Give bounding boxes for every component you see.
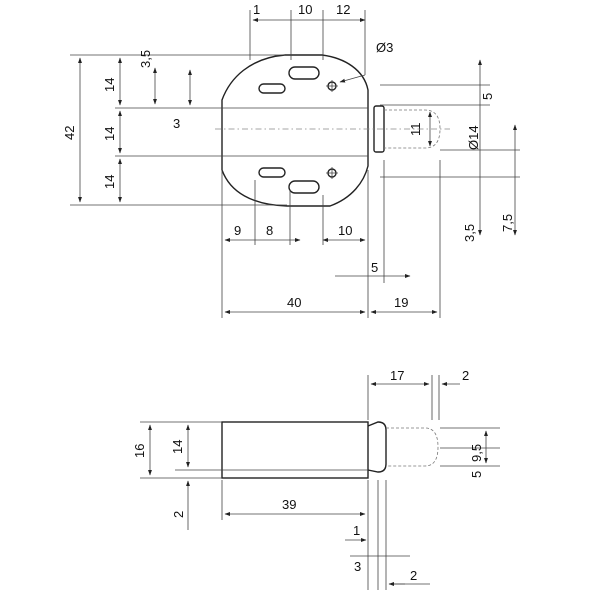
dim-17: 17 bbox=[390, 368, 404, 383]
side-view: 17 2 16 14 9,5 5 2 39 1 3 2 bbox=[132, 368, 500, 590]
dim-3: 3 bbox=[173, 116, 180, 131]
dim-14-side: 14 bbox=[170, 440, 185, 454]
dim-10-top: 10 bbox=[298, 2, 312, 17]
dim-3-side: 3 bbox=[354, 559, 361, 574]
dim-12: 12 bbox=[336, 2, 350, 17]
dim-14-b: 14 bbox=[102, 127, 117, 141]
dim-40: 40 bbox=[287, 295, 301, 310]
dim-1: 1 bbox=[253, 2, 260, 17]
dim-7-5: 7,5 bbox=[500, 214, 515, 232]
dim-42: 42 bbox=[62, 126, 77, 140]
dim-10-bottom: 10 bbox=[338, 223, 352, 238]
top-view: 1 10 12 Ø3 3,5 42 14 14 14 3 5 11 Ø14 7,… bbox=[62, 2, 520, 318]
plunger-tip bbox=[384, 109, 441, 149]
dim-dia14: Ø14 bbox=[466, 125, 481, 150]
dim-5-right: 5 bbox=[480, 93, 495, 100]
dim-3-5-top: 3,5 bbox=[138, 50, 153, 68]
dim-5-bottom: 5 bbox=[371, 260, 378, 275]
dim-16: 16 bbox=[132, 444, 147, 458]
dim-dia3: Ø3 bbox=[376, 40, 393, 55]
slot-upper-b bbox=[288, 66, 320, 80]
dim-14-c: 14 bbox=[102, 175, 117, 189]
dim-1-side: 1 bbox=[353, 523, 360, 538]
housing-side bbox=[221, 421, 369, 479]
dim-11: 11 bbox=[408, 123, 423, 137]
dim-5-side: 5 bbox=[469, 471, 484, 478]
dim-39: 39 bbox=[282, 497, 296, 512]
dim-9: 9 bbox=[234, 223, 241, 238]
dim-3-5-right: 3,5 bbox=[462, 224, 477, 242]
dim-9-5: 9,5 bbox=[469, 444, 484, 462]
dim-2-bottom: 2 bbox=[410, 568, 417, 583]
plate-outline bbox=[221, 54, 369, 207]
tip-side bbox=[386, 427, 439, 467]
slot-upper-a bbox=[258, 83, 286, 94]
dim-14-a: 14 bbox=[102, 78, 117, 92]
collar-side bbox=[367, 421, 387, 473]
dim-2-left: 2 bbox=[171, 511, 186, 518]
dim-19: 19 bbox=[394, 295, 408, 310]
slot-lower-a bbox=[258, 167, 286, 178]
slot-lower-b bbox=[288, 180, 320, 194]
dim-2-top: 2 bbox=[462, 368, 469, 383]
dim-8: 8 bbox=[266, 223, 273, 238]
